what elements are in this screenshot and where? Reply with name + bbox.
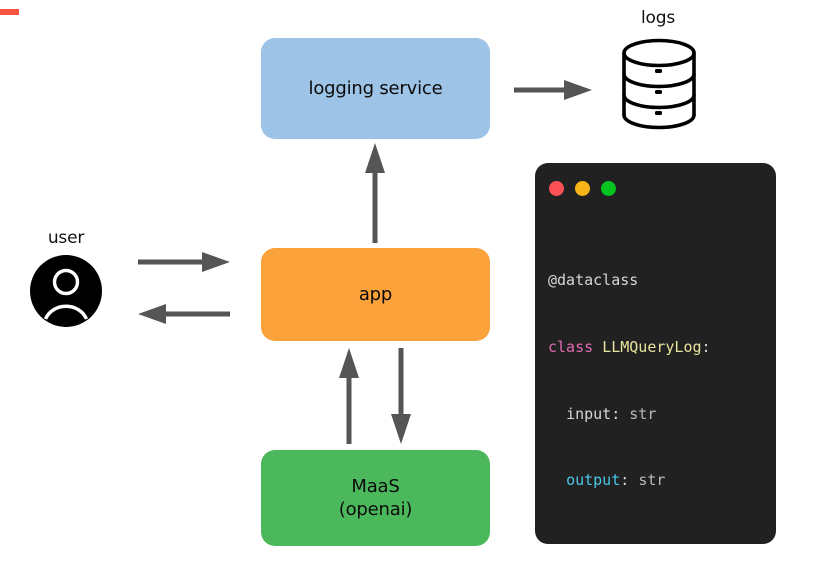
- code-field-name: input: [566, 404, 612, 423]
- code-field-type: str: [638, 471, 666, 490]
- maximize-dot-icon[interactable]: [601, 181, 616, 196]
- code-line-blank: [548, 536, 770, 544]
- arrow-maas-to-app: [339, 348, 359, 444]
- code-line: output: str: [566, 471, 666, 490]
- close-dot-icon[interactable]: [549, 181, 564, 196]
- code-keyword-class: class: [548, 338, 594, 357]
- window-controls: [549, 181, 616, 196]
- code-decorator: @dataclass: [548, 271, 639, 290]
- user-label: user: [47, 228, 85, 248]
- user-avatar-icon: [30, 255, 102, 327]
- arrow-app-to-user: [138, 304, 230, 324]
- node-logging-service[interactable]: logging service: [261, 38, 490, 139]
- logs-label: logs: [641, 8, 675, 28]
- minimize-dot-icon[interactable]: [575, 181, 590, 196]
- arrow-app-to-logging-service: [365, 143, 385, 243]
- corner-marker: [0, 9, 19, 15]
- actor-logs: logs: [612, 8, 704, 134]
- code-field-type: str: [629, 404, 657, 423]
- arrow-app-to-maas: [391, 348, 411, 444]
- arrow-user-to-app: [138, 252, 230, 272]
- node-maas-label: MaaS (openai): [338, 475, 413, 520]
- node-maas[interactable]: MaaS (openai): [261, 450, 490, 546]
- code-block: @dataclass class LLMQueryLog: input: str…: [548, 225, 770, 544]
- code-class-name: LLMQueryLog: [602, 338, 702, 357]
- arrow-logging-service-to-logs: [514, 80, 592, 100]
- code-field-name: output: [566, 471, 621, 490]
- node-app[interactable]: app: [261, 248, 490, 341]
- node-logging-service-label: logging service: [308, 77, 443, 99]
- code-line: class LLMQueryLog:: [548, 338, 711, 357]
- code-line: @dataclass: [548, 269, 770, 291]
- code-line: input: str: [566, 404, 657, 423]
- actor-user: user: [24, 228, 108, 330]
- code-panel: @dataclass class LLMQueryLog: input: str…: [535, 163, 776, 544]
- node-app-label: app: [358, 283, 393, 305]
- database-cylinder-icon: [622, 38, 696, 130]
